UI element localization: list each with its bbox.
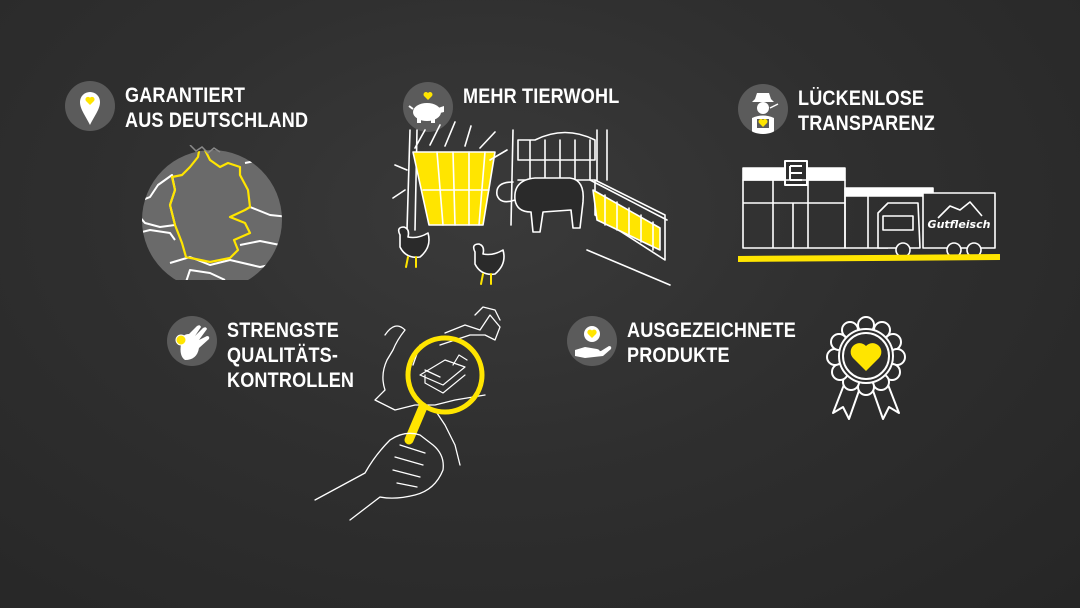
magnifier-map-illustration (314, 306, 501, 521)
feature-transparenz: LÜCKENLOSE TRANSPARENZ (738, 84, 957, 136)
feature-tierwohl: MEHR TIERWOHL (403, 82, 645, 132)
feature-title: MEHR TIERWOHL (463, 85, 620, 108)
svg-text:Gutfleisch: Gutfleisch (928, 218, 991, 231)
feature-title: GARANTIERT AUS DEUTSCHLAND (125, 84, 309, 132)
germany-map-illustration (142, 145, 282, 280)
farmer-heart-icon (738, 84, 788, 134)
feature-ausgezeichnet: AUSGEZEICHNETE PRODUKTE (567, 316, 824, 368)
map-pin-heart-icon (65, 81, 115, 131)
feature-title: LÜCKENLOSE TRANSPARENZ (798, 87, 936, 135)
hand-heart-icon (567, 316, 617, 366)
barn-pig-chickens-illustration (392, 121, 671, 286)
feature-title: AUSGEZEICHNETE PRODUKTE (627, 319, 796, 367)
ok-hand-icon (167, 316, 217, 366)
feature-qualitaet: STRENGSTE QUALITÄTS- KONTROLLEN (167, 316, 375, 393)
award-rosette-heart-illustration (826, 316, 906, 420)
store-truck-illustration: Gutfleisch (738, 160, 1000, 262)
feature-deutschland: GARANTIERT AUS DEUTSCHLAND (65, 81, 338, 133)
piggy-bank-heart-icon (403, 82, 453, 132)
feature-title: STRENGSTE QUALITÄTS- KONTROLLEN (227, 319, 355, 392)
